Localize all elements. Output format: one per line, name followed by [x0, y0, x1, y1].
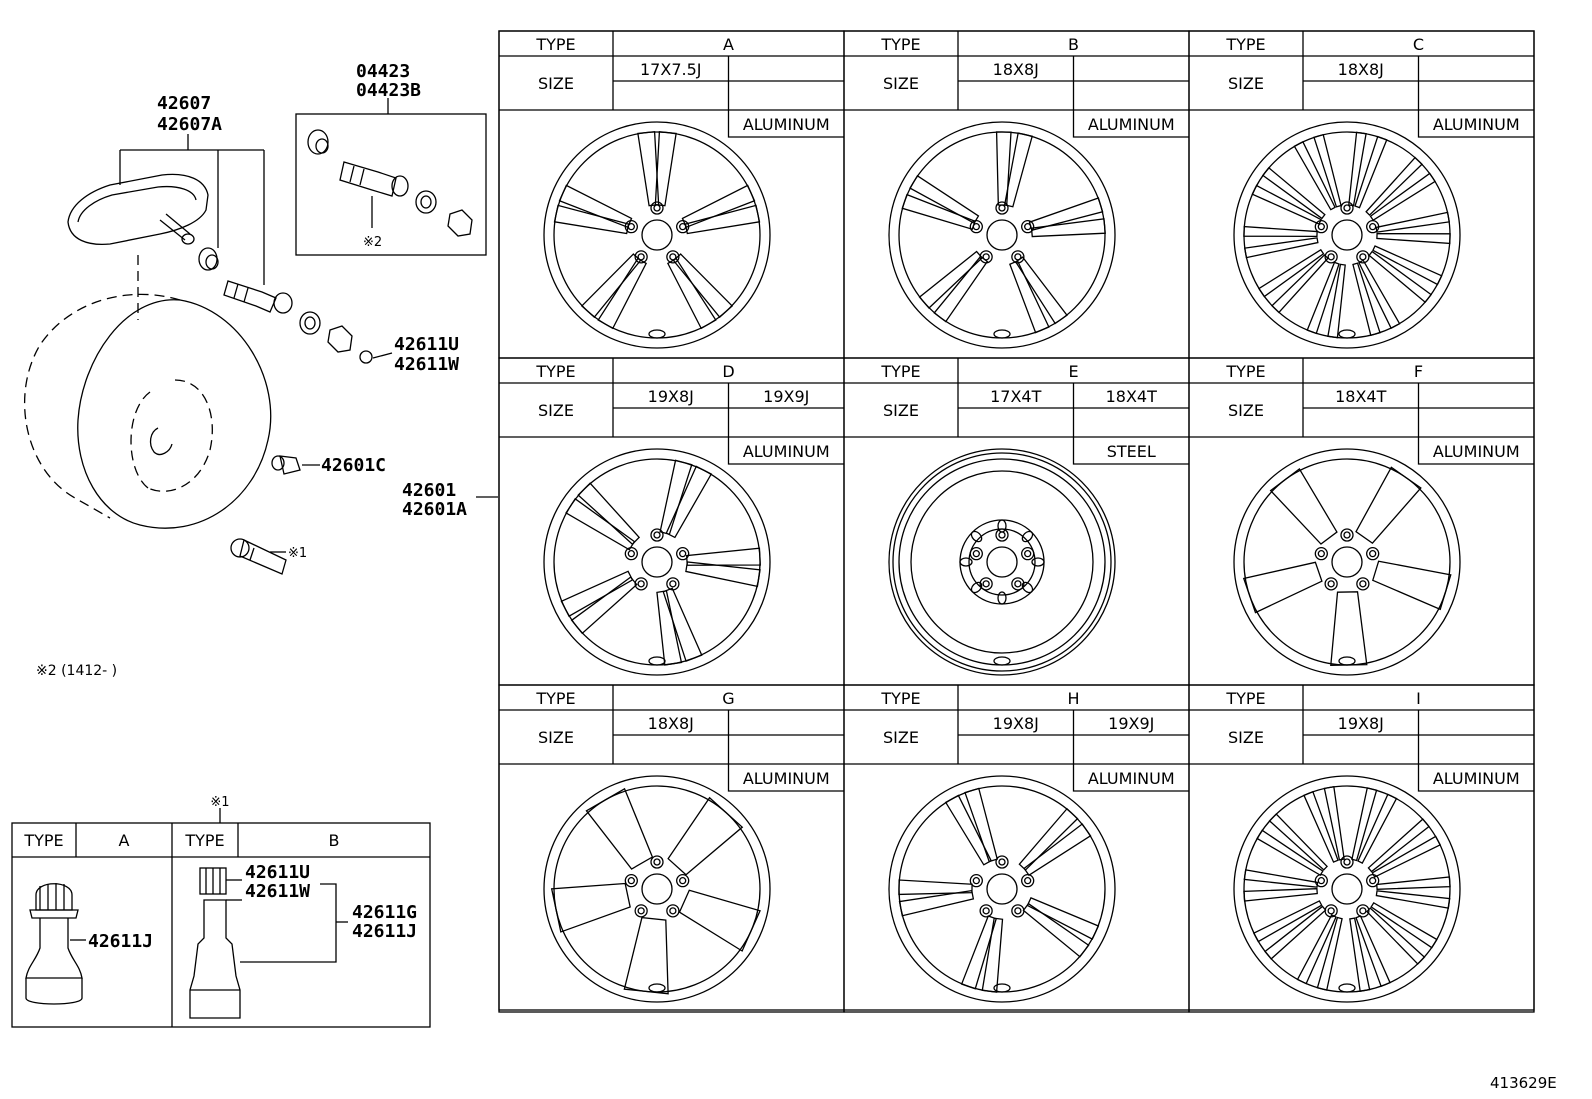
note2-mark: ※2: [363, 235, 382, 250]
valve-table-type-a-label: TYPE: [23, 831, 63, 850]
callout-42601C: 42601C: [321, 455, 386, 476]
wheel-type-label: TYPE: [1225, 35, 1265, 54]
wheel-cell-i: [1188, 684, 1535, 1013]
wheel-type-label: TYPE: [535, 689, 575, 708]
wheel-size-label: SIZE: [1228, 728, 1264, 747]
valve-type-b-icon: [189, 867, 348, 1019]
valve-b-body-1: 42611G: [352, 902, 417, 923]
wheel-size-1: 18X8J: [648, 714, 694, 733]
wheel-i-icon: [1233, 775, 1461, 1003]
wheel-size-2: 19X9J: [1108, 714, 1154, 733]
wheel-type-value: D: [722, 362, 734, 381]
wheel-type-value: F: [1414, 362, 1423, 381]
wheel-g-icon: [543, 775, 771, 1003]
wheel-cell-f: [1188, 357, 1535, 686]
callout-42611U: 42611U: [394, 334, 459, 355]
wheel-material: ALUMINUM: [1088, 769, 1175, 788]
wheel-size-1: 17X7.5J: [640, 60, 701, 79]
wheel-size-label: SIZE: [538, 74, 574, 93]
wheel-size-label: SIZE: [538, 728, 574, 747]
wheel-cell-c: [1188, 30, 1535, 359]
diagram-id: 413629E: [1490, 1074, 1557, 1092]
wheel-size-1: 17X4T: [990, 387, 1042, 406]
valve-table-type-b-label: TYPE: [184, 831, 224, 850]
callout-42607: 42607: [157, 93, 211, 114]
wheel-material: STEEL: [1107, 442, 1156, 461]
valve-table-col-b: B: [329, 831, 340, 850]
wheel-material: ALUMINUM: [1433, 442, 1520, 461]
wheel-type-value: H: [1067, 689, 1079, 708]
valve-b-cap-2: 42611W: [245, 881, 310, 902]
callout-42601A: 42601A: [402, 499, 467, 520]
wheel-size-label: SIZE: [883, 401, 919, 420]
callout-04423B: 04423B: [356, 80, 421, 101]
wheel-size-1: 18X4T: [1335, 387, 1387, 406]
wheel-a-icon: [543, 121, 771, 349]
wheel-type-label: TYPE: [535, 35, 575, 54]
note1-mark: ※1: [288, 546, 307, 561]
wheel-size-1: 18X8J: [993, 60, 1039, 79]
wheel-c-icon: [1233, 121, 1461, 349]
wheel-cell-e: [843, 357, 1190, 686]
callout-42601: 42601: [402, 480, 456, 501]
wheel-size-1: 19X8J: [648, 387, 694, 406]
valve-b-cap-1: 42611U: [245, 862, 310, 883]
wheel-d-icon: [543, 448, 771, 676]
tire-icon: [23, 255, 272, 529]
wheel-size-label: SIZE: [538, 401, 574, 420]
wheel-material: ALUMINUM: [743, 769, 830, 788]
valve-stem-parts-icon: [198, 247, 373, 364]
wheel-size-1: 18X8J: [1338, 60, 1384, 79]
wheel-type-label: TYPE: [1225, 689, 1265, 708]
wheel-f-icon: [1233, 448, 1461, 676]
callout-42611W: 42611W: [394, 354, 459, 375]
wheel-size-2: 18X4T: [1106, 387, 1158, 406]
valve-a-part: 42611J: [88, 931, 153, 952]
wheel-size-2: 19X9J: [763, 387, 809, 406]
wheel-material: ALUMINUM: [1433, 769, 1520, 788]
sensor-assembly-group: [67, 134, 393, 364]
wheel-size-label: SIZE: [883, 74, 919, 93]
wheel-type-value: B: [1068, 35, 1079, 54]
valve-b-body-2: 42611J: [352, 921, 417, 942]
valve-table-col-a: A: [119, 831, 130, 850]
note2-text: ※2 (1412- ): [36, 663, 117, 679]
wheel-type-value: A: [723, 35, 734, 54]
wheel-h-icon: [888, 775, 1116, 1003]
wheel-type-label: TYPE: [880, 362, 920, 381]
wheel-size-1: 19X8J: [1338, 714, 1384, 733]
valve-type-a-icon: [25, 883, 86, 1005]
wheel-size-label: SIZE: [1228, 401, 1264, 420]
valve-kit-group: [295, 98, 487, 256]
wheel-material: ALUMINUM: [1088, 115, 1175, 134]
wheel-cell-b: [843, 30, 1190, 359]
valve-table-note-mark: ※1: [210, 795, 229, 810]
wheel-material: ALUMINUM: [1433, 115, 1520, 134]
wheel-type-label: TYPE: [880, 689, 920, 708]
snap-in-valve-icon: [230, 538, 287, 575]
valve-cap-icon: [271, 455, 301, 475]
wheel-size-1: 19X8J: [993, 714, 1039, 733]
wheel-type-value: I: [1416, 689, 1421, 708]
wheel-table: TYPE A SIZE 17X7.5J ALUMINUM TYPE B SIZE 18X8J AL…: [498, 30, 1535, 1013]
wheel-type-label: TYPE: [535, 362, 575, 381]
valve-type-table: TYPE A TYPE B ※1 42611J 42611U 42611W 42…: [11, 795, 431, 1028]
wheel-size-label: SIZE: [1228, 74, 1264, 93]
valve-kit-icon: [307, 129, 473, 237]
wheel-cell-a: [498, 30, 845, 359]
wheel-material: ALUMINUM: [743, 115, 830, 134]
wheel-size-label: SIZE: [883, 728, 919, 747]
wheel-type-label: TYPE: [880, 35, 920, 54]
wheel-type-value: C: [1413, 35, 1424, 54]
callout-42607A: 42607A: [157, 114, 222, 135]
wheel-e-icon: [888, 448, 1116, 676]
wheel-b-icon: [888, 121, 1116, 349]
wheel-type-value: G: [722, 689, 734, 708]
callout-04423: 04423: [356, 61, 410, 82]
wheel-type-value: E: [1068, 362, 1078, 381]
wheel-type-label: TYPE: [1225, 362, 1265, 381]
wheel-material: ALUMINUM: [743, 442, 830, 461]
tpms-sensor-icon: [67, 173, 209, 246]
